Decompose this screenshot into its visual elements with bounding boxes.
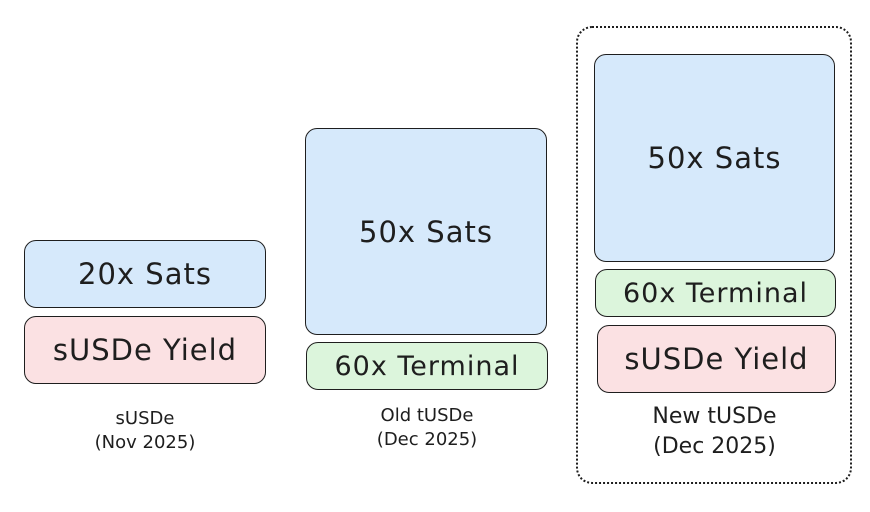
highlight-frame — [576, 26, 852, 484]
col1-sats-label: 20x Sats — [78, 257, 212, 291]
col3-caption: New tUSDe (Dec 2025) — [594, 402, 835, 461]
col1-yield-block: sUSDe Yield — [24, 316, 266, 384]
col2-caption-date: (Dec 2025) — [376, 429, 478, 451]
col3-sats-block: 50x Sats — [594, 54, 835, 262]
col3-terminal-label: 60x Terminal — [622, 277, 809, 309]
col2-terminal-label: 60x Terminal — [334, 350, 520, 382]
col1-caption-date: (Nov 2025) — [94, 432, 196, 454]
col2-sats-label: 50x Sats — [359, 214, 493, 249]
col3-caption-date: (Dec 2025) — [653, 433, 776, 459]
col3-caption-title: New tUSDe — [652, 404, 777, 429]
col1-caption: sUSDe (Nov 2025) — [24, 407, 266, 456]
col1-yield-label: sUSDe Yield — [52, 333, 238, 367]
col3-yield-block: sUSDe Yield — [597, 325, 836, 393]
col2-caption: Old tUSDe (Dec 2025) — [306, 404, 548, 453]
col3-terminal-block: 60x Terminal — [595, 269, 836, 317]
col2-caption-title: Old tUSDe — [380, 405, 474, 426]
col2-terminal-block: 60x Terminal — [306, 342, 548, 390]
col1-caption-title: sUSDe — [115, 408, 175, 429]
col3-sats-label: 50x Sats — [647, 141, 782, 175]
col3-yield-label: sUSDe Yield — [624, 342, 809, 376]
col2-sats-block: 50x Sats — [305, 128, 547, 335]
col1-sats-block: 20x Sats — [24, 240, 266, 308]
